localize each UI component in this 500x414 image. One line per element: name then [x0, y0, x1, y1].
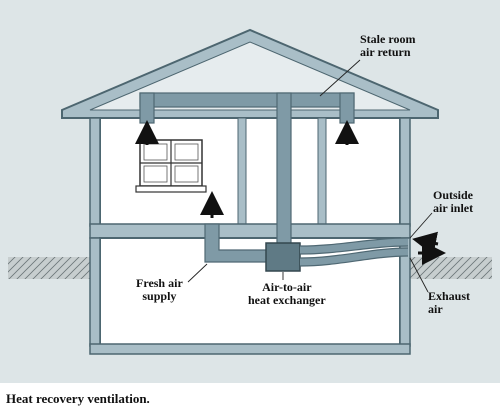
- left-wall-lower: [89, 237, 101, 347]
- heat-exchanger-box: [265, 242, 301, 272]
- label-stale-room-air-return: Stale room air return: [360, 32, 416, 59]
- leader-lines: [187, 59, 433, 293]
- figure-caption: Heat recovery ventilation.: [6, 391, 150, 406]
- foundation-slab: [89, 343, 411, 355]
- window: [135, 139, 207, 193]
- label-fresh-air-supply: Fresh air supply: [136, 276, 183, 303]
- airflow-arrows: [135, 120, 446, 265]
- label-outside-air-inlet: Outside air inlet: [433, 188, 474, 215]
- label-heat-exchanger: Air-to-air heat exchanger: [248, 280, 326, 307]
- stud-1: [237, 117, 247, 227]
- attic-duct: [139, 92, 355, 254]
- right-wall-upper: [399, 117, 411, 227]
- left-wall-upper: [89, 117, 101, 227]
- label-exhaust-air: Exhaust air: [428, 289, 471, 316]
- floor-slab: [89, 223, 411, 239]
- outside-ducts: [299, 237, 409, 267]
- stud-2: [317, 117, 327, 227]
- ground-left: [8, 257, 94, 279]
